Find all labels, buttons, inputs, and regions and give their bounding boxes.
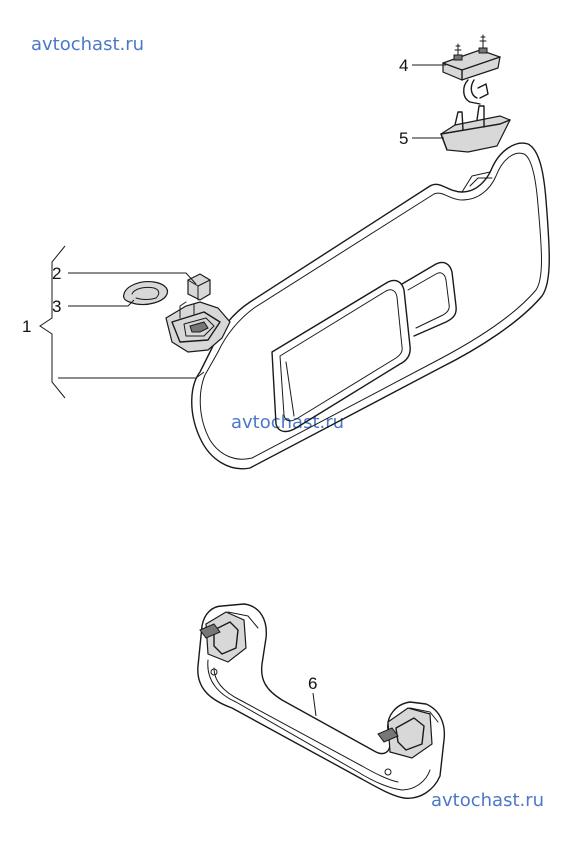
watermark-bottom: avtochast.ru bbox=[431, 790, 545, 811]
cover-cap bbox=[123, 281, 169, 306]
mounting-bracket bbox=[442, 34, 501, 105]
callout-3: 3 bbox=[52, 297, 61, 316]
callout-2: 2 bbox=[52, 264, 61, 283]
visor-hinge-mount bbox=[165, 301, 231, 353]
watermark-middle: avtochast.ru bbox=[231, 412, 345, 433]
small-clip bbox=[187, 273, 211, 301]
callout-5: 5 bbox=[399, 129, 408, 148]
callout-1: 1 bbox=[22, 317, 31, 336]
sun-visor bbox=[191, 142, 550, 470]
callout-6: 6 bbox=[308, 674, 317, 693]
sun-visor-clip bbox=[440, 105, 511, 153]
grab-handle bbox=[197, 603, 446, 799]
leader-lines bbox=[39, 64, 446, 717]
watermark-top: avtochast.ru bbox=[31, 34, 145, 55]
callout-4: 4 bbox=[399, 56, 408, 75]
